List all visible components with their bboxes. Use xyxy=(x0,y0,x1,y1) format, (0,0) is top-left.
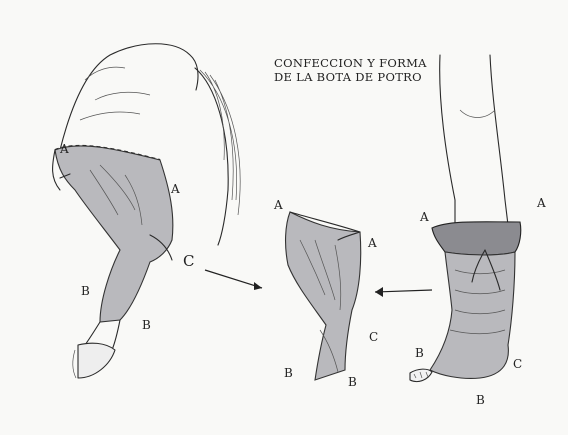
left-label-a-inner: A xyxy=(171,182,180,196)
title-line-2: DE LA BOTA DE POTRO xyxy=(274,70,474,84)
right-label-b-bottom: B xyxy=(476,393,485,407)
middle-label-a-left: A xyxy=(274,198,283,212)
right-label-a-left: A xyxy=(420,210,429,224)
left-label-c: C xyxy=(183,252,194,270)
middle-label-b-left: B xyxy=(284,366,293,380)
middle-label-a-right: A xyxy=(368,236,377,250)
arrow-right-to-center xyxy=(375,287,432,297)
middle-label-c: C xyxy=(369,330,378,344)
isolated-boot-drawing xyxy=(286,212,361,380)
right-label-a-right: A xyxy=(537,196,546,210)
diagram-title: CONFECCION Y FORMA DE LA BOTA DE POTRO xyxy=(274,56,474,84)
arrow-left-to-center xyxy=(205,270,262,290)
middle-label-b-right: B xyxy=(348,375,357,389)
right-label-c: C xyxy=(513,357,522,371)
title-line-1: CONFECCION Y FORMA xyxy=(274,56,474,70)
left-label-b-lower: B xyxy=(142,318,151,332)
right-label-b-side: B xyxy=(415,346,424,360)
left-label-a-outer: A xyxy=(60,142,69,156)
left-label-b-upper: B xyxy=(81,284,90,298)
